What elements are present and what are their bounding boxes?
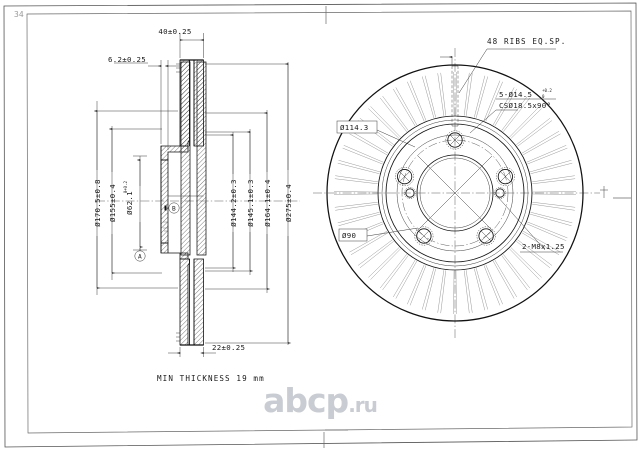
dim-dia-164-1: Ø164.1±0.4 xyxy=(205,110,272,293)
outer-diameter-circle xyxy=(326,64,584,322)
threaded-hole xyxy=(404,187,416,199)
balloon-b: B xyxy=(164,202,180,214)
bolt-hole xyxy=(476,226,496,246)
section-profile xyxy=(160,59,204,346)
section-internal-lines xyxy=(163,178,204,232)
callout-pcd: Ø114.3 xyxy=(336,120,416,148)
callout-ribs: 48 RIBS EQ.SP. xyxy=(458,37,566,94)
dim-dia-145-1: Ø145.1±0.3 xyxy=(205,129,255,275)
dim-label-170-5: Ø170.5±0.8 xyxy=(93,179,102,227)
callout-bolt-hole-tol-upper: +0.2 xyxy=(542,88,552,93)
callout-bolt-holes: 5-Ø14.5 +0.2 0 CSØ18.5x90° xyxy=(469,88,556,134)
dim-label-62-1-tol-upper: +0.2 xyxy=(123,181,128,191)
balloon-a: A xyxy=(134,248,146,262)
callout-threaded-holes: 2-M8x1.25 xyxy=(496,195,565,253)
min-thickness-note: MIN THICKNESS 19 mm xyxy=(157,374,265,383)
dim-dia-144-2: Ø144.2±0.3 xyxy=(205,132,238,272)
callout-countersink-label: CSØ18.5x90° xyxy=(499,101,551,110)
callout-center-bore-label: Ø90 xyxy=(342,231,356,240)
dim-label-144-2: Ø144.2±0.3 xyxy=(229,179,238,227)
callout-threaded-holes-label: 2-M8x1.25 xyxy=(522,242,565,251)
dim-width-overall: 40±0.25 xyxy=(158,27,204,58)
callout-ribs-label: 48 RIBS EQ.SP. xyxy=(487,37,566,46)
threaded-hole xyxy=(494,187,506,199)
front-view-group: 48 RIBS EQ.SP. 5-Ø14.5 +0.2 0 CSØ18.5x90… xyxy=(313,37,608,338)
dim-dia-275: Ø275±0.4 xyxy=(205,62,293,345)
section-vent-gap xyxy=(189,60,195,345)
hat-outer-circle xyxy=(385,123,525,263)
bolt-hole xyxy=(395,167,415,187)
dim-label-40: 40±0.25 xyxy=(158,27,191,36)
center-bore-circle xyxy=(416,154,494,232)
section-edge-texture xyxy=(176,63,180,342)
dim-label-164-1: Ø164.1±0.4 xyxy=(263,179,272,227)
bolt-hole xyxy=(414,226,434,246)
bolt-holes-group xyxy=(395,130,515,246)
bolt-hole xyxy=(495,167,515,187)
front-view-centermark-ticks xyxy=(600,186,608,198)
callout-bolt-hole-tol-lower: 0 xyxy=(542,94,545,99)
section-outline xyxy=(160,59,204,346)
friction-ring-inner-circle xyxy=(377,115,533,271)
section-view-group: 40±0.25 6.2±0.25 22±0.25 xyxy=(93,27,300,357)
dim-flange-offset: 6.2±0.25 xyxy=(108,55,180,150)
dim-dia-170-5: Ø170.5±0.8 xyxy=(93,101,178,295)
hat-step-circle xyxy=(396,134,514,252)
callout-pcd-label: Ø114.3 xyxy=(340,123,369,132)
callout-bolt-hole-label: 5-Ø14.5 xyxy=(499,90,532,99)
center-bore-chamfer-circle xyxy=(419,157,491,229)
dim-dia-155: Ø155±0.4 xyxy=(108,126,162,280)
dim-rotor-thickness: 22±0.25 xyxy=(168,343,245,357)
dim-label-145-1: Ø145.1±0.3 xyxy=(246,179,255,227)
dim-label-22: 22±0.25 xyxy=(212,343,245,352)
callout-center-bore: Ø90 xyxy=(338,227,419,242)
dim-label-62-1: Ø62.1 xyxy=(125,191,134,215)
sheet-corner-mark: 34 xyxy=(14,10,24,19)
bolt-hole xyxy=(445,130,465,150)
threaded-holes-group xyxy=(404,187,506,199)
hub-construction-lines xyxy=(417,155,493,231)
dim-label-275: Ø275±0.4 xyxy=(284,184,293,222)
dim-label-155: Ø155±0.4 xyxy=(108,184,117,222)
dim-label-6-2: 6.2±0.25 xyxy=(108,55,146,64)
balloon-a-label: A xyxy=(138,254,142,261)
dim-dia-62-1: Ø62.1 +0.2 0 xyxy=(123,155,147,251)
rib-marker xyxy=(440,56,459,127)
dim-label-62-1-tol-lower: 0 xyxy=(123,190,128,193)
balloon-b-label: B xyxy=(172,206,176,213)
sheet-border xyxy=(3,2,638,448)
friction-ring-inner-circle-2 xyxy=(381,119,529,267)
